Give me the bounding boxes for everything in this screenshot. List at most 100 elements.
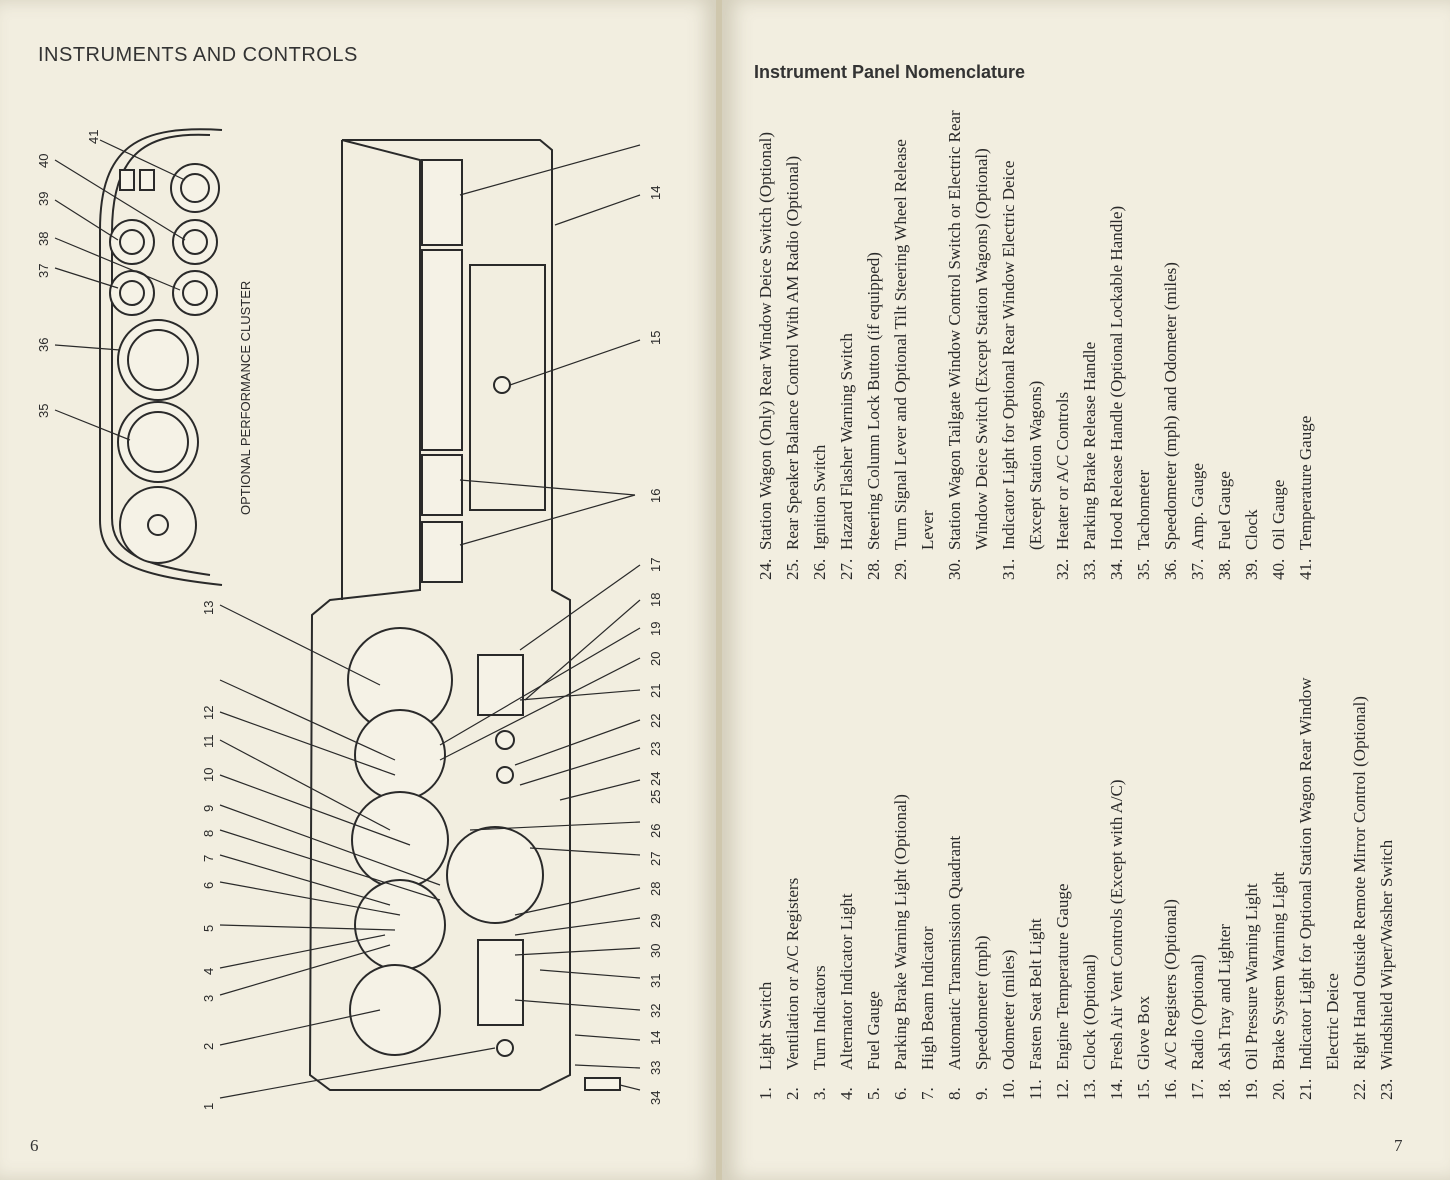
list-item: 38. Fuel Gauge xyxy=(1211,110,1238,580)
item-text: High Beam Indicator xyxy=(918,926,937,1070)
item-text: Light Switch xyxy=(756,981,775,1070)
item-number: 6. xyxy=(891,1087,910,1100)
hood-release xyxy=(584,1077,621,1091)
register-lower-a xyxy=(421,454,463,516)
list-item: 36.Speedometer (mph) and Odometer (miles… xyxy=(1157,110,1184,580)
callout: 2 xyxy=(201,1043,216,1050)
callout: 12 xyxy=(201,706,216,720)
item-text: Fuel Gauge xyxy=(864,991,883,1070)
item-number: 13. xyxy=(1080,1078,1099,1100)
item-text: Amp. Gauge xyxy=(1188,463,1207,550)
list-item: 24. Station Wagon (Only) Rear Window Deic… xyxy=(752,110,779,580)
callout: 29 xyxy=(648,914,663,928)
item-text: Turn Signal Lever and Optional Tilt Stee… xyxy=(891,139,937,550)
item-text: Indicator Light for Optional Rear Window… xyxy=(999,160,1045,550)
item-number: 37. xyxy=(1188,558,1207,580)
item-number: 20. xyxy=(1269,1078,1288,1100)
item-text: Hazard Flasher Warning Switch xyxy=(837,333,856,550)
item-text: Fuel Gauge xyxy=(1215,471,1234,550)
item-number: 24. xyxy=(756,558,775,580)
speedometer-36 xyxy=(117,319,199,401)
callout: 18 xyxy=(648,593,663,607)
item-text: Radio (Optional) xyxy=(1188,954,1207,1070)
callout: 41 xyxy=(86,130,101,144)
item-text: Hood Release Handle (Optional Lockable H… xyxy=(1107,205,1126,550)
list-item: 34. Hood Release Handle (Optional Lockabl… xyxy=(1103,110,1130,580)
wiper-switch xyxy=(496,766,514,784)
callout-labels: 1 2 3 4 5 6 7 8 9 10 11 12 13 14 15 16 1… xyxy=(36,130,663,1110)
light-switch xyxy=(496,1039,514,1057)
radio-unit xyxy=(477,654,524,716)
list-item: 17. Radio (Optional) xyxy=(1184,630,1211,1100)
item-number: 22. xyxy=(1350,1078,1369,1100)
list-item: 20.Brake System Warning Light xyxy=(1265,630,1292,1100)
list-item: 1. Light Switch xyxy=(752,630,779,1100)
item-number: 11. xyxy=(1026,1079,1045,1100)
item-text: Speedometer (mph) xyxy=(972,935,991,1070)
item-number: 10. xyxy=(999,1078,1018,1100)
item-number: 25. xyxy=(783,558,802,580)
item-text: Parking Brake Release Handle xyxy=(1080,341,1099,550)
callout: 13 xyxy=(201,601,216,615)
callout: 33 xyxy=(648,1061,663,1075)
panel-outline xyxy=(308,139,571,1091)
item-number: 17. xyxy=(1188,1078,1207,1100)
callout: 9 xyxy=(201,805,216,812)
callout: 31 xyxy=(648,974,663,988)
list-item: 39.Clock xyxy=(1238,110,1265,580)
leader-lines xyxy=(54,139,641,1099)
callout: 14 xyxy=(648,186,663,200)
speedometer-gauge xyxy=(351,791,449,889)
callout: 7 xyxy=(201,855,216,862)
list-item: 8.Automatic Transmission Quadrant xyxy=(941,630,968,1100)
ash-tray-knob xyxy=(495,730,515,750)
item-text: Right Hand Outside Remote Mirror Control… xyxy=(1350,696,1369,1070)
clock-dial xyxy=(119,229,145,255)
item-number: 28. xyxy=(864,558,883,580)
callout: 35 xyxy=(36,404,51,418)
list-item: 7. High Beam Indicator xyxy=(914,630,941,1100)
item-number: 40. xyxy=(1269,558,1288,580)
item-number: 8. xyxy=(945,1087,964,1100)
item-text: Ignition Switch xyxy=(810,444,829,550)
item-text: Station Wagon (Only) Rear Window Deice S… xyxy=(756,132,775,550)
item-number: 33. xyxy=(1080,558,1099,580)
item-number: 1. xyxy=(756,1087,775,1100)
oil-gauge-dial xyxy=(182,229,208,255)
tachometer-dial xyxy=(127,411,189,473)
list-item: 28.Steering Column Lock Button (if equip… xyxy=(860,110,887,580)
item-text: Windshield Wiper/Washer Switch xyxy=(1377,839,1396,1070)
list-item: 14.Fresh Air Vent Controls (Except with … xyxy=(1103,630,1130,1100)
list-item: 11.Fasten Seat Belt Light xyxy=(1022,630,1049,1100)
left-page: INSTRUMENTS AND CONTROLS OPTIONAL PERFOR… xyxy=(0,0,716,1180)
item-number: 27. xyxy=(837,558,856,580)
indicator-lamp-b xyxy=(139,169,155,191)
callout: 27 xyxy=(648,852,663,866)
indicator-lamp-a xyxy=(119,169,135,191)
list-item: 2.Ventilation or A/C Registers xyxy=(779,630,806,1100)
callout: 30 xyxy=(648,944,663,958)
list-item: 3.Turn Indicators xyxy=(806,630,833,1100)
item-text: Tachometer xyxy=(1134,470,1153,550)
callout: 32 xyxy=(648,1004,663,1018)
callout: 10 xyxy=(201,768,216,782)
item-number: 38. xyxy=(1215,558,1234,580)
callout: 37 xyxy=(36,264,51,278)
list-column-2: 24. Station Wagon (Only) Rear Window Deic… xyxy=(752,110,1319,580)
callout: 17 xyxy=(648,558,663,572)
speedometer-dial xyxy=(127,329,189,391)
glove-box-lock xyxy=(493,376,511,394)
item-number: 19. xyxy=(1242,1078,1261,1100)
item-number: 29. xyxy=(891,558,910,580)
item-text: Fresh Air Vent Controls (Except with A/C… xyxy=(1107,779,1126,1070)
item-number: 36. xyxy=(1161,558,1180,580)
cluster-gauges xyxy=(109,163,220,564)
item-text: Oil Gauge xyxy=(1269,479,1288,550)
item-number: 7. xyxy=(918,1087,937,1100)
item-number: 34. xyxy=(1107,558,1126,580)
item-text: Station Wagon Tailgate Window Control Sw… xyxy=(945,110,991,550)
item-number: 4. xyxy=(837,1087,856,1100)
item-number: 31. xyxy=(999,558,1018,580)
